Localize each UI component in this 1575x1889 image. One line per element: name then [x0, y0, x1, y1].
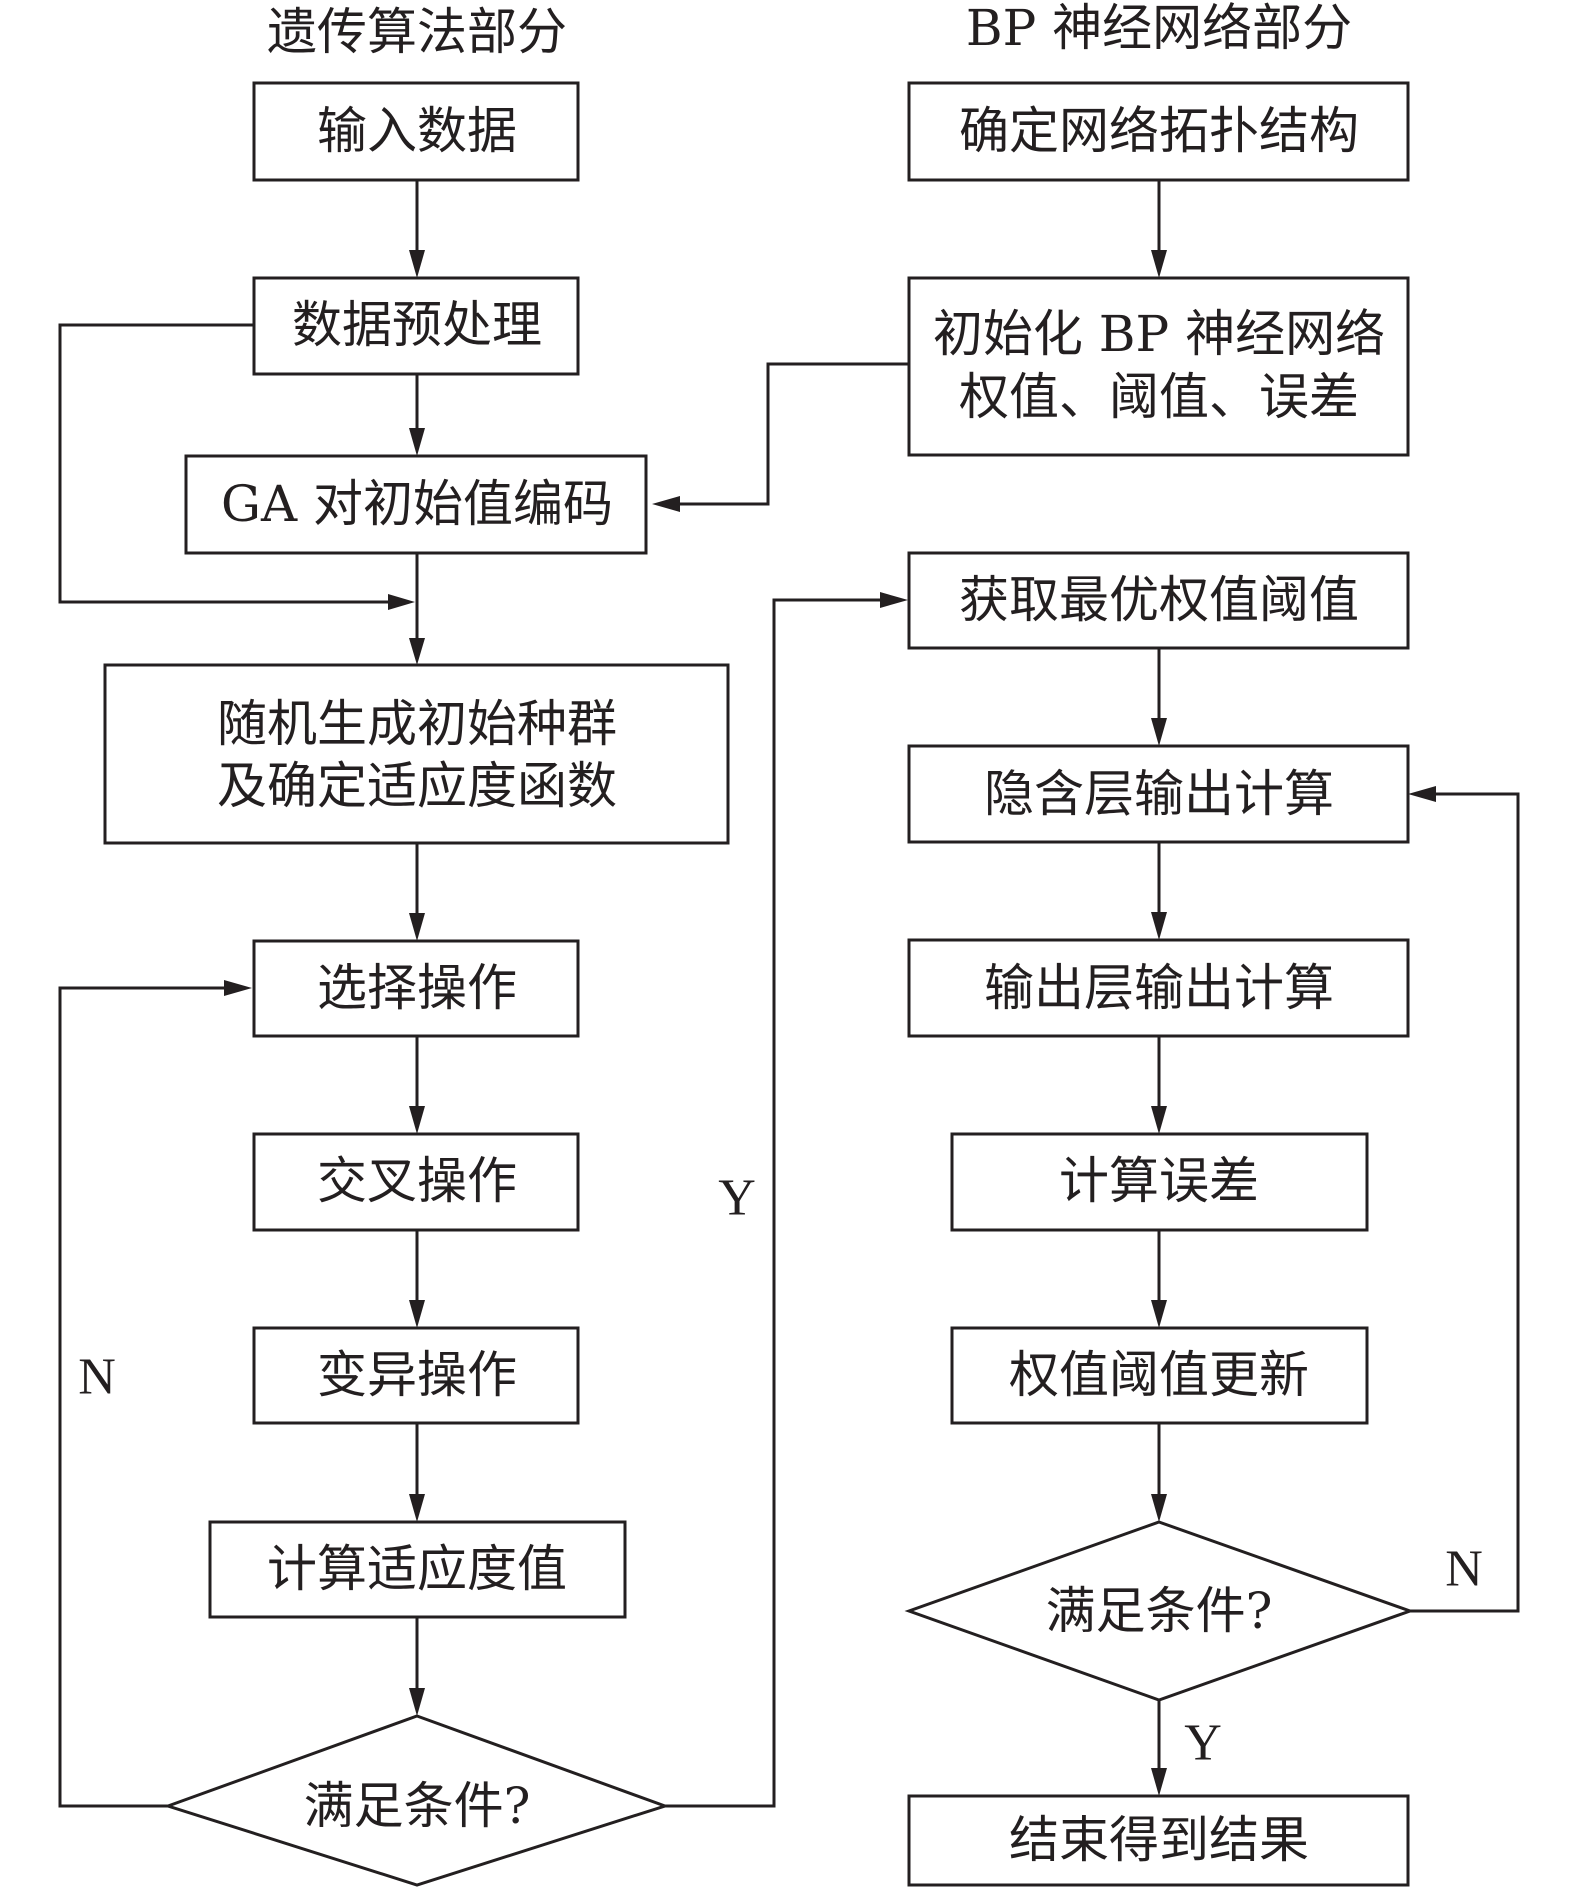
arrowhead [652, 496, 680, 512]
process-box [252, 276, 580, 376]
edge-preprocess-bypass [58, 323, 400, 604]
arrowhead [1408, 786, 1436, 802]
edge-initbp-encode [668, 362, 909, 506]
process-box [907, 81, 1410, 182]
node-label: 数据预处理 [292, 296, 542, 354]
node-label-line-2: 权值、阈值、误差 [959, 368, 1359, 426]
node-label: 计算误差 [1059, 1152, 1259, 1210]
edge-ga-yes [665, 598, 892, 1808]
arrowhead [409, 1106, 425, 1134]
process-box [907, 276, 1410, 457]
node-label: 交叉操作 [317, 1152, 517, 1210]
arrowhead [1151, 250, 1167, 278]
node-label: 权值阈值更新 [1009, 1346, 1309, 1404]
node-label: 满足条件? [304, 1777, 531, 1835]
process-box [907, 744, 1410, 844]
node-label: 计算适应度值 [267, 1540, 567, 1598]
node-optimal-weights[interactable]: 获取最优权值阈值 [907, 551, 1410, 650]
node-label: 选择操作 [317, 959, 517, 1017]
node-end-result[interactable]: 结束得到结果 [907, 1794, 1410, 1887]
node-label: 满足条件? [1046, 1582, 1273, 1640]
process-box [208, 1520, 627, 1619]
right-section-title: BP 神经网络部分 [966, 0, 1352, 57]
node-calc-error[interactable]: 计算误差 [950, 1132, 1369, 1232]
arrowhead [1151, 1768, 1167, 1796]
edge-ga-no-loop [58, 986, 236, 1808]
process-box [907, 938, 1410, 1038]
process-box [950, 1326, 1369, 1425]
arrowhead [409, 250, 425, 278]
node-ga-condition[interactable]: 满足条件? [163, 1714, 670, 1887]
node-label: 输出层输出计算 [984, 959, 1334, 1017]
bp-yes-label: Y [1184, 1715, 1222, 1772]
node-init-bp[interactable]: 初始化 BP 神经网络 权值、阈值、误差 [907, 276, 1410, 457]
process-box [907, 1794, 1410, 1887]
edge-bp-no-loop [1410, 792, 1520, 1613]
arrowhead [1151, 1494, 1167, 1522]
arrowhead [1151, 912, 1167, 940]
arrowhead [388, 594, 415, 610]
process-box [252, 939, 580, 1038]
node-selection[interactable]: 选择操作 [252, 939, 580, 1038]
node-ga-encode[interactable]: GA 对初始值编码 [184, 454, 648, 555]
node-label: 获取最优权值阈值 [959, 571, 1359, 629]
left-connectors [58, 180, 909, 1808]
process-box [252, 1326, 580, 1425]
arrowhead [1151, 718, 1167, 746]
node-label-line-1: 随机生成初始种群 [217, 695, 617, 753]
node-label-line-1: 初始化 BP 神经网络 [933, 305, 1385, 363]
process-box [252, 81, 580, 182]
node-label: 确定网络拓扑结构 [959, 102, 1359, 160]
arrowhead [409, 428, 425, 456]
arrowhead [880, 592, 908, 608]
arrowhead [224, 980, 252, 996]
process-box [252, 1132, 580, 1232]
node-preprocess[interactable]: 数据预处理 [252, 276, 580, 376]
node-topology[interactable]: 确定网络拓扑结构 [907, 81, 1410, 182]
decision-diamond [163, 1714, 670, 1887]
node-label: 输入数据 [317, 102, 517, 160]
bp-no-label: N [1445, 1541, 1483, 1598]
node-label: 变异操作 [317, 1346, 517, 1404]
process-box [103, 663, 730, 845]
node-hidden-output[interactable]: 隐含层输出计算 [907, 744, 1410, 844]
arrowhead [1151, 1106, 1167, 1134]
process-box [907, 551, 1410, 650]
process-box [950, 1132, 1369, 1232]
left-section-title: 遗传算法部分 [267, 3, 567, 61]
node-label: GA 对初始值编码 [221, 475, 613, 533]
arrowhead [409, 913, 425, 941]
arrowhead [409, 1494, 425, 1522]
right-connectors [1151, 180, 1520, 1796]
node-label: 结束得到结果 [1009, 1811, 1309, 1869]
node-label: 隐含层输出计算 [984, 765, 1334, 823]
ga-yes-label: Y [718, 1170, 756, 1227]
node-label-line-2: 及确定适应度函数 [217, 757, 617, 815]
node-input-data[interactable]: 输入数据 [252, 81, 580, 182]
decision-diamond [904, 1520, 1415, 1702]
node-bp-condition[interactable]: 满足条件? [904, 1520, 1415, 1702]
arrowhead [409, 1300, 425, 1328]
ga-no-label: N [78, 1349, 116, 1406]
arrowhead [409, 1688, 425, 1716]
node-update-weights[interactable]: 权值阈值更新 [950, 1326, 1369, 1425]
node-mutation[interactable]: 变异操作 [252, 1326, 580, 1425]
node-output-layer[interactable]: 输出层输出计算 [907, 938, 1410, 1038]
node-fitness[interactable]: 计算适应度值 [208, 1520, 627, 1619]
node-crossover[interactable]: 交叉操作 [252, 1132, 580, 1232]
arrowhead [409, 638, 425, 665]
process-box [184, 454, 648, 555]
node-init-population[interactable]: 随机生成初始种群 及确定适应度函数 [103, 663, 730, 845]
arrowhead [1151, 1300, 1167, 1328]
